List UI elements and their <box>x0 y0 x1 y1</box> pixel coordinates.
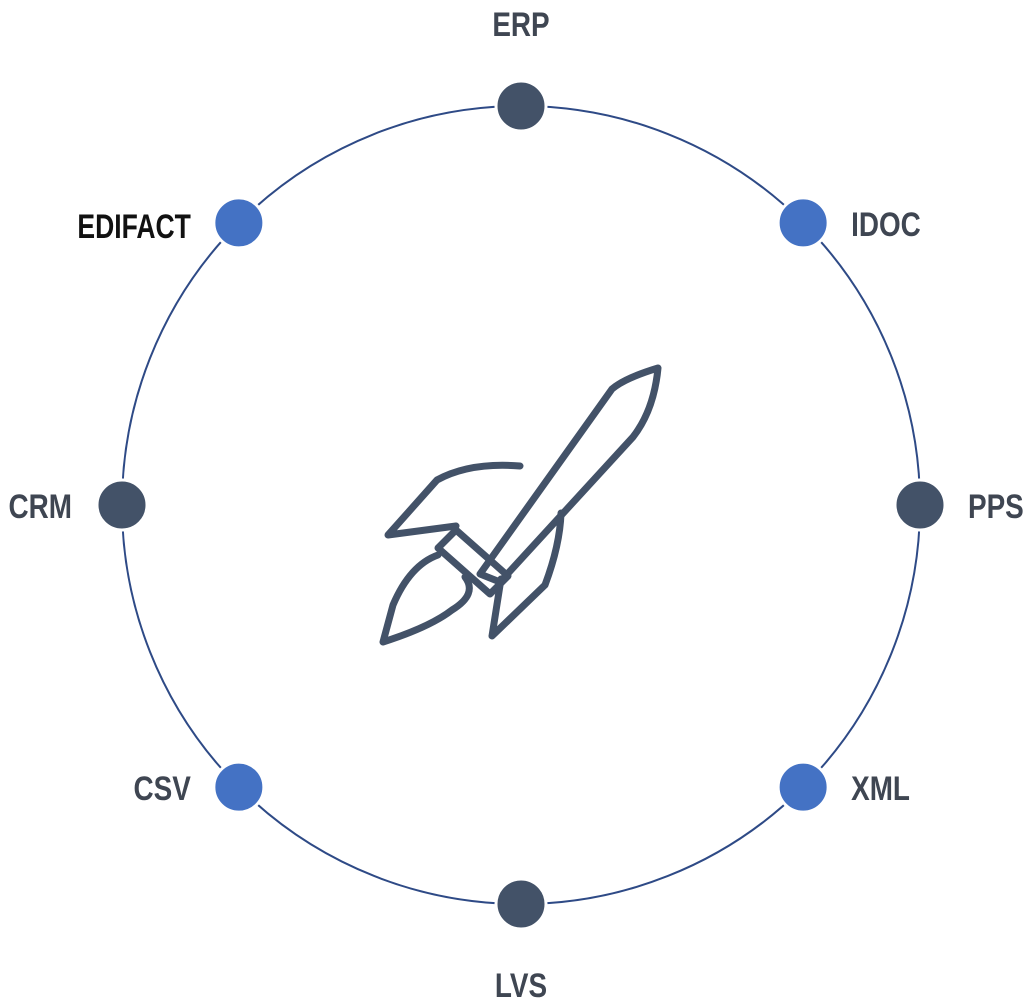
node-label-idoc: IDOC <box>851 205 921 243</box>
node-pps <box>893 478 947 532</box>
node-csv <box>212 760 266 814</box>
node-label-crm: CRM <box>9 487 72 525</box>
node-crm <box>95 478 149 532</box>
node-lvs <box>494 877 548 931</box>
rocket-icon <box>379 364 662 646</box>
node-label-lvs: LVS <box>495 966 547 1003</box>
node-erp <box>494 79 548 133</box>
node-label-edifact: EDIFACT <box>77 208 191 246</box>
node-label-erp: ERP <box>492 5 549 43</box>
node-edifact <box>212 196 266 250</box>
node-label-pps: PPS <box>968 487 1024 525</box>
node-idoc <box>776 196 830 250</box>
node-label-csv: CSV <box>134 770 192 808</box>
node-xml <box>776 760 830 814</box>
node-label-xml: XML <box>851 770 910 808</box>
